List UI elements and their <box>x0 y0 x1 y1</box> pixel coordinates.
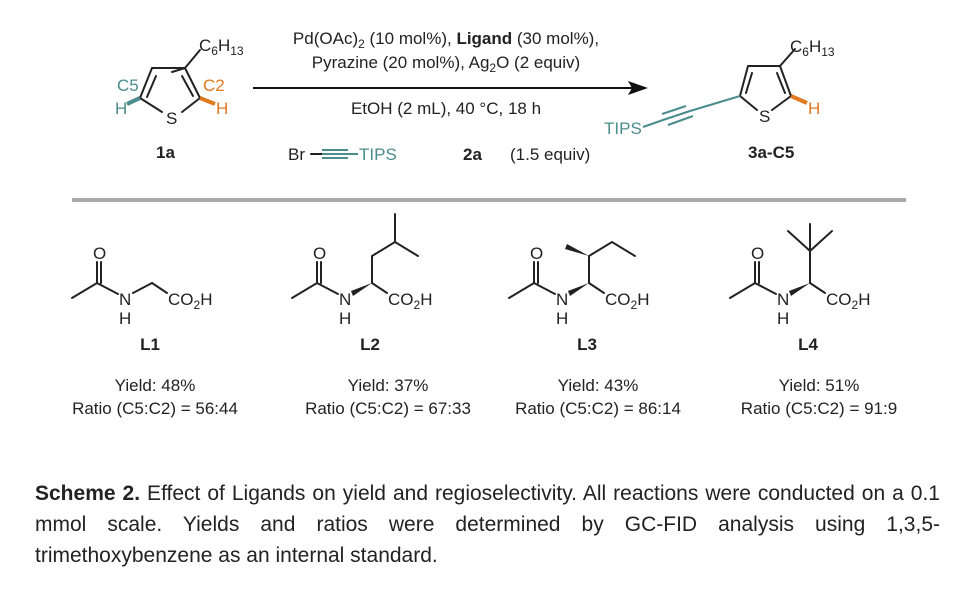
nitrogen-atom: N <box>339 290 351 309</box>
c2-label: C2 <box>203 76 225 95</box>
sulfur-atom: S <box>759 107 770 126</box>
ligand-ratio: Ratio (C5:C2) = 67:33 <box>305 399 471 418</box>
ligand-label: L2 <box>360 335 380 354</box>
ligand-label: L3 <box>577 335 597 354</box>
sulfur-atom: S <box>166 109 177 128</box>
compound-label-1a: 1a <box>156 143 175 162</box>
ligand-yield: Yield: 48% <box>115 376 196 395</box>
hexyl-group: C6H13 <box>199 36 244 58</box>
hexyl-group: C6H13 <box>790 37 835 59</box>
reaction-conditions: Pd(OAc)2 (10 mol%), Ligand (30 mol%), Py… <box>253 29 648 164</box>
nitrogen-atom: N <box>119 290 131 309</box>
conditions-line-2: Pyrazine (20 mol%), Ag2O (2 equiv) <box>312 53 580 75</box>
c2-hydrogen: H <box>808 99 820 118</box>
conditions-line-3: EtOH (2 mL), 40 °C, 18 h <box>351 99 541 118</box>
compound-label-3a-c5: 3a-C5 <box>748 143 794 162</box>
ligand-ratio: Ratio (C5:C2) = 56:44 <box>72 399 238 418</box>
product-3a-c5: S H TIPS C6H13 3a-C5 <box>604 37 835 162</box>
bromo-atom: Br <box>288 145 305 164</box>
carboxyl-group: CO2H <box>168 290 212 312</box>
carboxyl-group: CO2H <box>826 290 870 312</box>
ligand-label: L4 <box>798 335 818 354</box>
ligand-yield: Yield: 43% <box>558 376 639 395</box>
ligand-ratio: Ratio (C5:C2) = 91:9 <box>741 399 897 418</box>
reactant-1a: S C5 H C2 H C6H13 1a <box>115 36 244 162</box>
product-tips: TIPS <box>604 119 642 138</box>
carboxyl-group: CO2H <box>388 290 432 312</box>
carboxyl-group: CO2H <box>605 290 649 312</box>
ligand-yield: Yield: 37% <box>348 376 429 395</box>
oxygen-atom: O <box>93 244 106 263</box>
nh-hydrogen: H <box>119 309 131 328</box>
oxygen-atom: O <box>751 244 764 263</box>
compound-label-2a: 2a <box>463 145 482 164</box>
stereo-wedge <box>351 283 372 296</box>
caption-text: Effect of Ligands on yield and regiosele… <box>35 482 940 567</box>
oxygen-atom: O <box>530 244 543 263</box>
ligand-label: L1 <box>140 335 160 354</box>
nh-hydrogen: H <box>339 309 351 328</box>
reagent-tips: TIPS <box>359 145 397 164</box>
c5-hydrogen: H <box>115 99 127 118</box>
caption-label: Scheme 2. <box>35 482 141 505</box>
oxygen-atom: O <box>313 244 326 263</box>
nitrogen-atom: N <box>556 290 568 309</box>
conditions-line-1: Pd(OAc)2 (10 mol%), Ligand (30 mol%), <box>293 29 599 51</box>
reagent-equiv: (1.5 equiv) <box>510 145 590 164</box>
arrow-head-icon <box>628 81 648 95</box>
ligand-yield: Yield: 51% <box>779 376 860 395</box>
ligand-ratio: Ratio (C5:C2) = 86:14 <box>515 399 681 418</box>
nh-hydrogen: H <box>777 309 789 328</box>
stereo-wedge <box>568 283 589 296</box>
stereo-wedge <box>789 283 810 296</box>
c2-hydrogen: H <box>216 99 228 118</box>
scheme-caption: Scheme 2. Effect of Ligands on yield and… <box>35 478 940 571</box>
c5-label: C5 <box>117 76 139 95</box>
nh-hydrogen: H <box>556 309 568 328</box>
nitrogen-atom: N <box>777 290 789 309</box>
